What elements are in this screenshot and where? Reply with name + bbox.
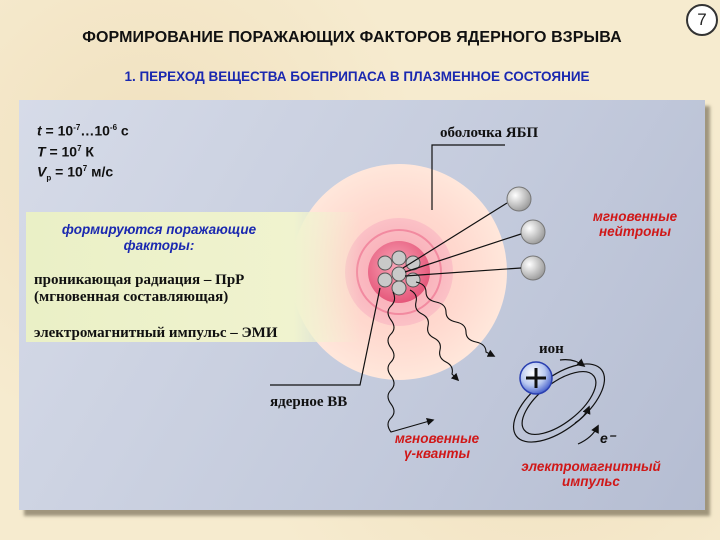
neutron-trajectories xyxy=(402,202,522,277)
damaging-factors-box: формируются поражающие факторы: проникаю… xyxy=(26,212,361,342)
neutron-3 xyxy=(520,255,546,281)
nuclear-explosive-label: ядерное ВВ xyxy=(270,394,348,410)
shell-label: оболочка ЯБП xyxy=(440,125,539,141)
slide-title: ФОРМИРОВАНИЕ ПОРАЖАЮЩИХ ФАКТОРОВ ЯДЕРНОГ… xyxy=(82,29,622,46)
factors-heading: формируются поражающие факторы: xyxy=(61,222,257,253)
explosion-parameters: t = 10-7…10-6 с T = 107 К Vр = 107 м/с xyxy=(37,119,129,187)
ion-label: ион xyxy=(539,341,564,357)
orbit-arrows xyxy=(559,358,599,445)
param-time: t = 10-7…10-6 с xyxy=(37,122,129,139)
page-number: 7 xyxy=(686,4,718,36)
explosive-leader-line xyxy=(270,287,381,386)
slide-subtitle: 1. ПЕРЕХОД ВЕЩЕСТВА БОЕПРИПАСА В ПЛАЗМЕН… xyxy=(124,69,590,84)
emp-label: электромагнитный импульс xyxy=(521,459,661,489)
nuclei-cluster xyxy=(377,250,421,296)
electron-label: е⁻ xyxy=(600,430,616,446)
factor-emp: электромагнитный импульс – ЭМИ xyxy=(34,325,278,341)
gamma-ray-arrows xyxy=(387,281,496,433)
shell-leader-line xyxy=(431,144,505,210)
neutrons-label: мгновенные нейтроны xyxy=(592,209,678,239)
param-temperature: T = 107 К xyxy=(37,143,94,160)
neutron-2 xyxy=(520,219,546,245)
param-velocity: Vр = 107 м/с xyxy=(37,163,114,183)
factor-penetrating-radiation: проникающая радиация – ПрР (мгновенная с… xyxy=(34,272,245,305)
gamma-rays-label: мгновенные γ-кванты xyxy=(394,431,480,461)
neutron-1 xyxy=(506,186,532,212)
